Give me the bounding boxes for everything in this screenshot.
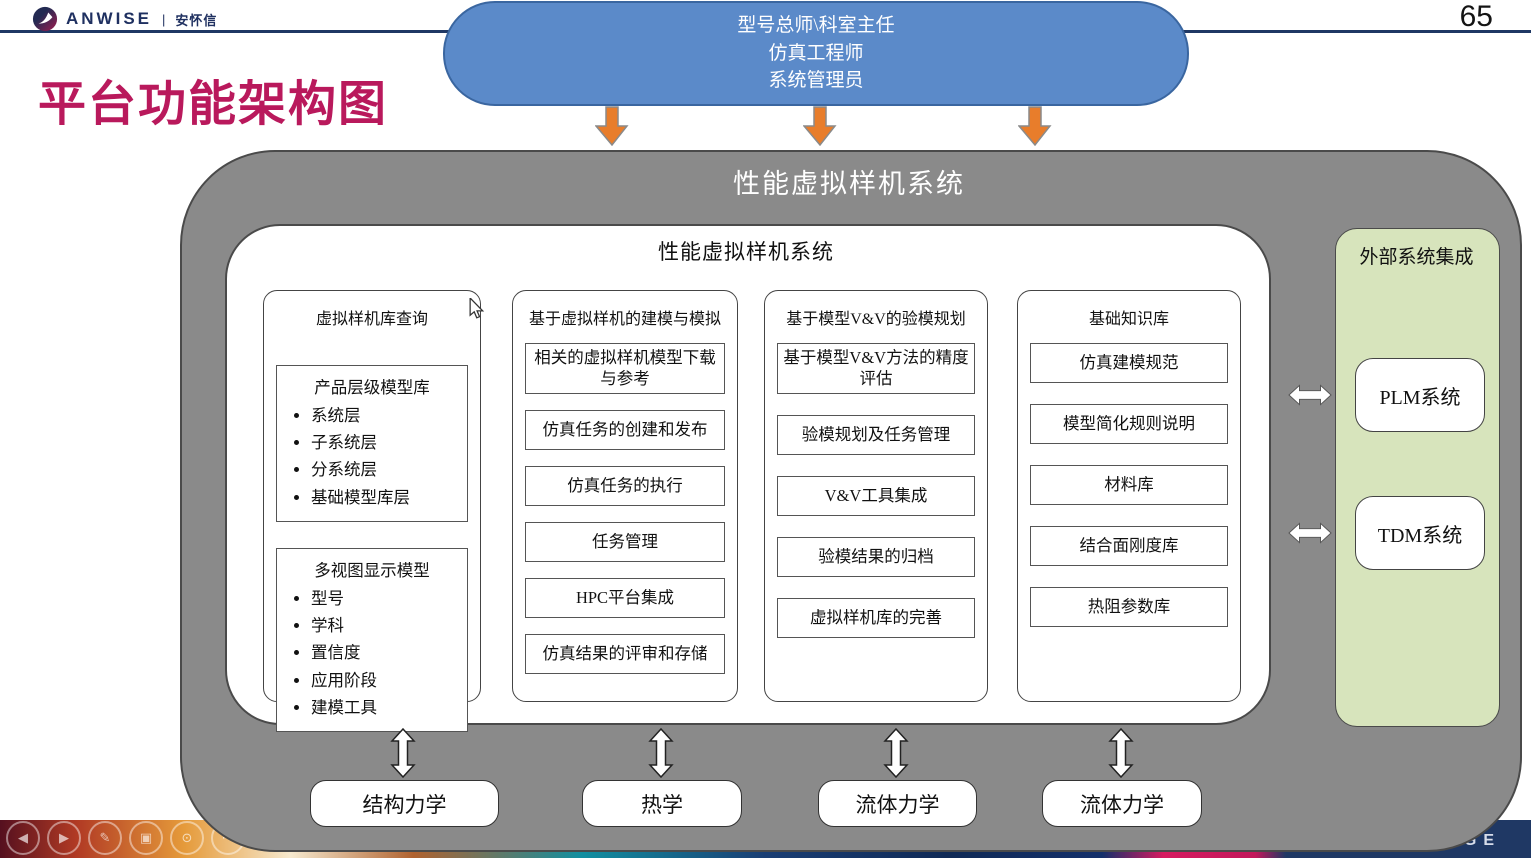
page-number: 65 [1459, 0, 1493, 33]
discipline-fluid-mechanics: 流体力学 [818, 780, 977, 827]
discipline-thermal: 热学 [582, 780, 742, 827]
bullet-item: 型号 [311, 585, 461, 612]
column-header: 虚拟样机库查询 [315, 311, 428, 328]
next-icon[interactable]: ▶ [47, 821, 81, 855]
external-system-tdm: TDM系统 [1355, 496, 1485, 570]
function-box: 仿真任务的创建和发布 [525, 409, 725, 450]
column-knowledge-base: 基础知识库 仿真建模规范 模型简化规则说明 材料库 结合面刚度库 热阻参数库 [1017, 290, 1241, 702]
down-arrow-icon [803, 106, 837, 146]
external-integration-panel [1335, 228, 1500, 727]
zoom-icon[interactable]: ⊙ [170, 821, 204, 855]
function-box: 验模规划及任务管理 [777, 414, 975, 455]
edit-icon[interactable]: ✎ [88, 821, 122, 855]
actors-roles-shape: 型号总师\科室主任 仿真工程师 系统管理员 [443, 1, 1189, 106]
group-title: 多视图显示模型 [314, 560, 430, 580]
discipline-fluid-mechanics: 流体力学 [1042, 780, 1202, 827]
group-product-level-model-library: 产品层级模型库 系统层 子系统层 分系统层 基础模型库层 [276, 365, 468, 522]
column-header: 基础知识库 [1088, 311, 1169, 328]
double-arrow-vertical-icon [1108, 728, 1134, 778]
function-box: 验模结果的归档 [777, 536, 975, 577]
function-box: 仿真结果的评审和存储 [525, 633, 725, 674]
function-box: 材料库 [1030, 465, 1228, 505]
bullet-item: 建模工具 [311, 694, 461, 721]
function-box: 热阻参数库 [1030, 587, 1228, 627]
function-box: V&V工具集成 [777, 475, 975, 516]
column-header: 基于虚拟样机的建模与模拟 [528, 311, 721, 328]
anwise-logo: ANWISE | 安怀信 [32, 6, 217, 32]
logo-chinese-name: 安怀信 [175, 12, 218, 28]
logo-text: ANWISE [66, 9, 152, 28]
double-arrow-horizontal-icon [1288, 384, 1332, 406]
function-box: 结合面刚度库 [1030, 526, 1228, 566]
down-arrow-icon [1018, 106, 1052, 146]
bullet-list: 型号 学科 置信度 应用阶段 建模工具 [283, 585, 461, 721]
previous-icon[interactable]: ◀ [6, 821, 40, 855]
function-box: 相关的虚拟样机模型下载与参考 [525, 343, 725, 394]
double-arrow-horizontal-icon [1288, 522, 1332, 544]
bullet-item: 基础模型库层 [311, 484, 461, 511]
column-header: 基于模型V&V的验模规划 [786, 311, 966, 328]
function-box: 基于模型V&V方法的精度评估 [777, 343, 975, 394]
function-box: 虚拟样机库的完善 [777, 597, 975, 638]
column-modeling-simulation: 基于虚拟样机的建模与模拟 相关的虚拟样机模型下载与参考 仿真任务的创建和发布 仿… [512, 290, 738, 702]
function-box: 任务管理 [525, 521, 725, 562]
group-title: 产品层级模型库 [314, 378, 430, 397]
system-outer-title: 性能虚拟样机系统 [733, 169, 965, 199]
external-system-plm: PLM系统 [1355, 358, 1485, 432]
camera-icon[interactable]: ▣ [129, 821, 163, 855]
item-list: 基于模型V&V方法的精度评估 验模规划及任务管理 V&V工具集成 验模结果的归档… [777, 343, 975, 638]
bullet-list: 系统层 子系统层 分系统层 基础模型库层 [283, 402, 461, 511]
function-box: 仿真建模规范 [1030, 343, 1228, 383]
double-arrow-vertical-icon [648, 728, 674, 778]
double-arrow-vertical-icon [390, 728, 416, 778]
logo-separator: | [162, 11, 166, 27]
actor-role-line: 仿真工程师 [768, 42, 864, 64]
item-list: 仿真建模规范 模型简化规则说明 材料库 结合面刚度库 热阻参数库 [1030, 343, 1228, 627]
bullet-item: 系统层 [311, 402, 461, 429]
anwise-logo-icon [32, 6, 58, 32]
discipline-structural-mechanics: 结构力学 [310, 780, 499, 827]
bullet-item: 应用阶段 [311, 667, 461, 694]
external-integration-title: 外部系统集成 [1359, 247, 1474, 268]
bullet-item: 子系统层 [311, 429, 461, 456]
down-arrow-icon [595, 106, 629, 146]
group-multiview-display-model: 多视图显示模型 型号 学科 置信度 应用阶段 建模工具 [276, 547, 468, 732]
actor-role-line: 型号总师\科室主任 [737, 15, 895, 37]
slide-title: 平台功能架构图 [38, 78, 389, 131]
function-box: 模型简化规则说明 [1030, 404, 1228, 444]
system-inner-title: 性能虚拟样机系统 [658, 240, 834, 264]
item-list: 相关的虚拟样机模型下载与参考 仿真任务的创建和发布 仿真任务的执行 任务管理 H… [525, 343, 725, 674]
function-box: 仿真任务的执行 [525, 465, 725, 506]
function-box: HPC平台集成 [525, 577, 725, 618]
double-arrow-vertical-icon [883, 728, 909, 778]
column-vv-planning: 基于模型V&V的验模规划 基于模型V&V方法的精度评估 验模规划及任务管理 V&… [764, 290, 988, 702]
bullet-item: 分系统层 [311, 456, 461, 483]
bullet-item: 置信度 [311, 639, 461, 666]
mouse-cursor-icon [469, 298, 485, 319]
column-prototype-library-query: 虚拟样机库查询 产品层级模型库 系统层 子系统层 分系统层 基础模型库层 多视图… [263, 290, 481, 732]
bullet-item: 学科 [311, 612, 461, 639]
actor-role-line: 系统管理员 [768, 70, 864, 92]
